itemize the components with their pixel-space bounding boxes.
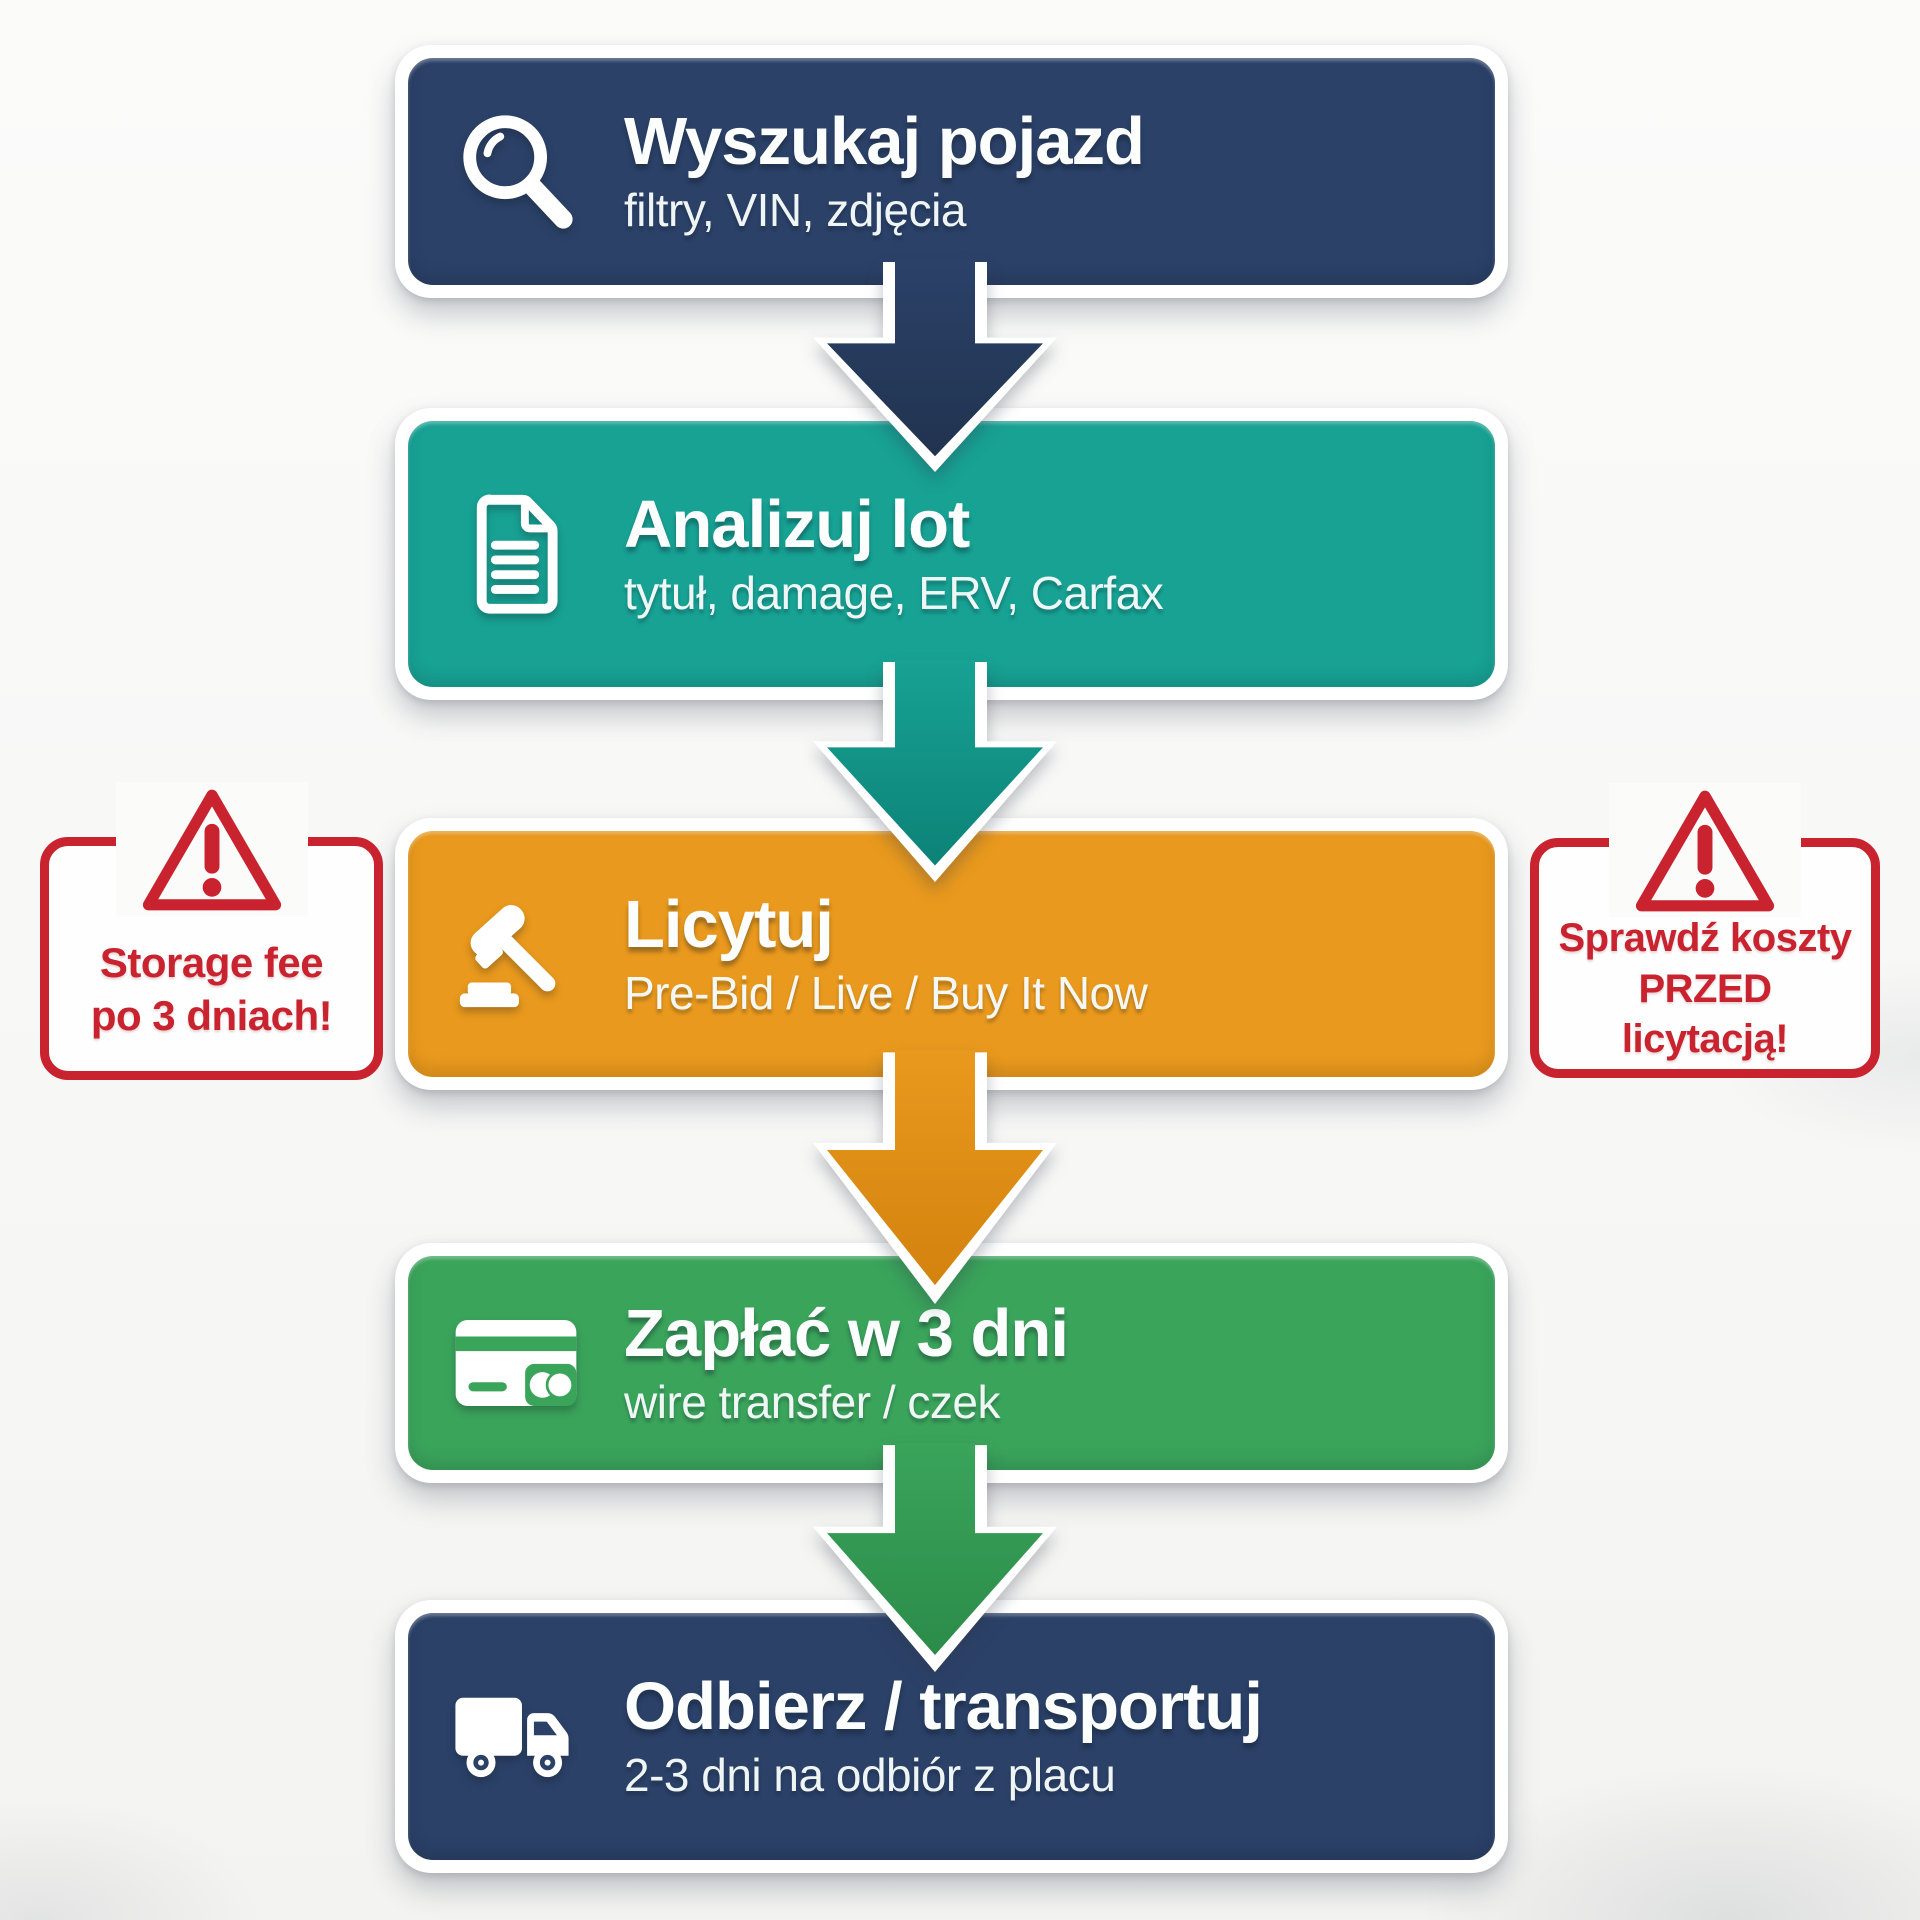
step-title: Analizuj lot [624,486,970,562]
document-icon [450,488,582,620]
warning-text-line: Sprawdź koszty [1558,916,1852,961]
warning-text-line: licytacją! [1621,1017,1789,1062]
step-subtitle: Pre-Bid / Live / Buy It Now [624,966,1148,1019]
gavel-icon [450,888,582,1020]
warning-check-costs: Sprawdź koszty PRZED licytacją! [1530,783,1880,1078]
step-box-search-vehicle: Wyszukaj pojazd filtry, VIN, zdjęcia [395,45,1508,298]
step-subtitle: tytuł, damage, ERV, Carfax [624,566,1164,619]
flow-arrow-down-2 [813,660,1057,882]
warning-triangle-icon [115,782,308,916]
warning-text-line: PRZED [1638,966,1772,1011]
warning-text-line: Storage fee [99,938,324,986]
step-title: Wyszukaj pojazd [624,104,1145,180]
step-box-analyze-lot: Analizuj lot tytuł, damage, ERV, Carfax [395,408,1508,700]
flow-arrow-down-4 [813,1443,1057,1672]
magnifier-search-icon [450,106,582,238]
step-subtitle: 2-3 dni na odbiór z placu [624,1749,1116,1802]
step-title: Odbierz / transportuj [624,1669,1263,1745]
step-subtitle: wire transfer / czek [624,1375,1000,1428]
step-title: Zapłać w 3 dni [624,1295,1069,1371]
step-box-pay: Zapłać w 3 dni wire transfer / czek [395,1243,1508,1483]
step-box-pickup-transport: Odbierz / transportuj 2-3 dni na odbiór … [395,1600,1508,1873]
warning-storage-fee: Storage fee po 3 dniach! [40,782,383,1080]
warning-triangle-icon [1609,783,1801,917]
credit-card-icon [450,1297,582,1429]
flow-arrow-down-3 [813,1050,1057,1304]
warning-text-line: po 3 dniach! [90,991,333,1039]
truck-icon [450,1671,582,1803]
step-subtitle: filtry, VIN, zdjęcia [624,184,966,237]
step-box-bid: Licytuj Pre-Bid / Live / Buy It Now [395,818,1508,1090]
step-title: Licytuj [624,886,834,962]
flow-arrow-down-1 [813,260,1057,472]
